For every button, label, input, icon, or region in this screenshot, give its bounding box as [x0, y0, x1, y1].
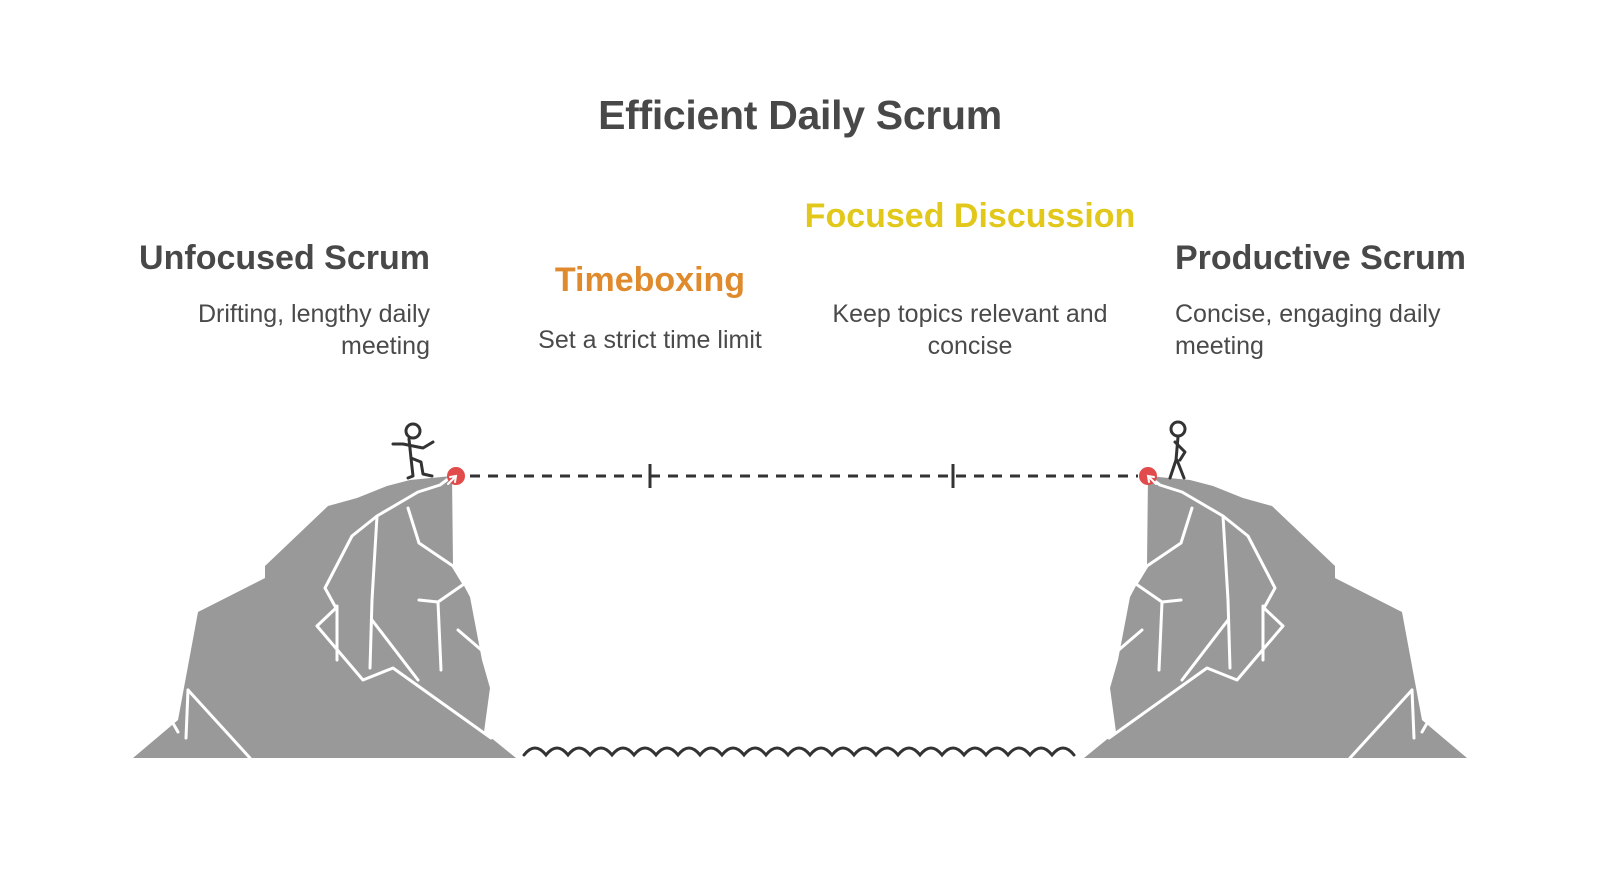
- step-focused-discussion-heading: Focused Discussion: [804, 197, 1136, 235]
- diagram-title: Efficient Daily Scrum: [598, 92, 1002, 138]
- water-waves: [522, 746, 1076, 758]
- right-cliff: [1084, 474, 1467, 760]
- left-marker-icon: [447, 467, 465, 485]
- start-description: Drifting, lengthy daily meeting: [197, 300, 430, 360]
- step-focused-discussion-description: Keep topics relevant and concise: [832, 300, 1108, 360]
- step-timeboxing-description: Set a strict time limit: [538, 326, 762, 354]
- end-heading: Productive Scrum: [1175, 239, 1466, 277]
- left-cliff: [133, 474, 516, 760]
- right-marker-icon: [1139, 467, 1157, 485]
- start-heading: Unfocused Scrum: [139, 239, 430, 277]
- step-timeboxing-heading: Timeboxing: [554, 261, 746, 299]
- left-cliff-cracks: [168, 474, 495, 760]
- right-cliff-cracks: [1105, 474, 1432, 760]
- stepping-person-icon: [391, 422, 435, 480]
- standing-person-icon: [1168, 420, 1187, 480]
- end-description: Concise, engaging daily meeting: [1175, 300, 1441, 360]
